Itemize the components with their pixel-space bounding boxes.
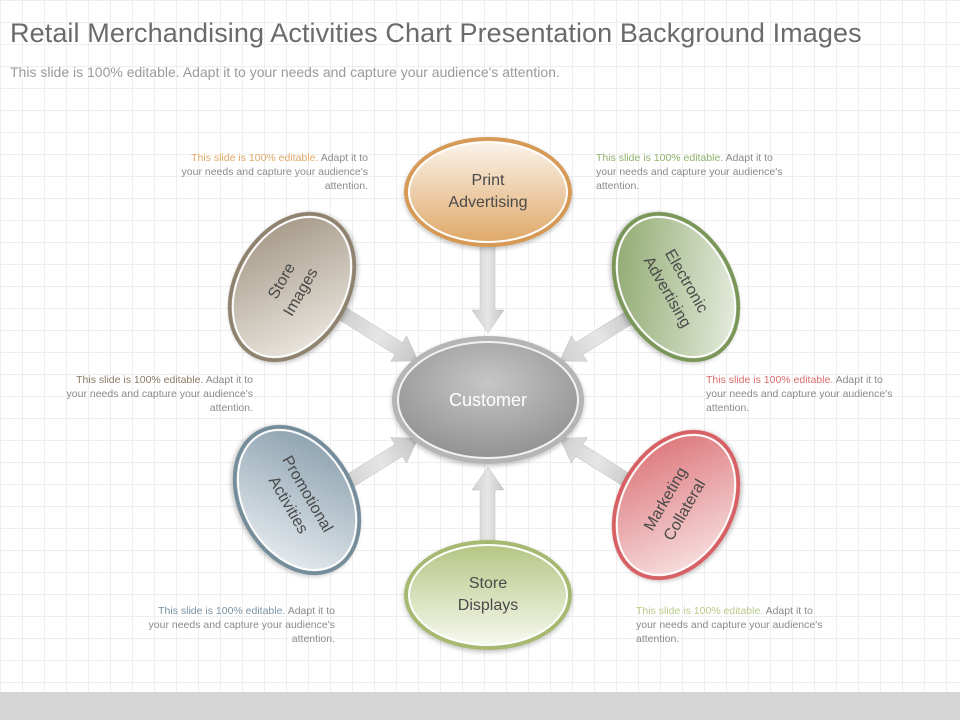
print-advertising-line1: Print <box>471 172 505 189</box>
node-marketing-collateral <box>611 429 741 581</box>
node-store-images <box>227 211 357 363</box>
note-mid-right-text: Adapt it to your needs and capture your … <box>706 374 893 414</box>
note-top-left-highlight: This slide is 100% editable. <box>191 152 319 164</box>
note-mid-right-highlight: This slide is 100% editable. <box>706 374 834 386</box>
note-top-right-highlight: This slide is 100% editable. <box>596 152 724 164</box>
note-mid-left: This slide is 100% editable. Adapt it to… <box>53 373 253 415</box>
note-bottom-left-highlight: This slide is 100% editable. <box>158 605 286 617</box>
center-node <box>392 336 584 464</box>
store-displays-label: Store Displays <box>418 571 558 619</box>
node-electronic-advertising <box>611 211 741 363</box>
arrows <box>337 224 641 571</box>
note-top-right: This slide is 100% editable. Adapt it to… <box>596 151 796 193</box>
note-top-left-text: Adapt it to your needs and capture your … <box>181 152 368 192</box>
note-bottom-right-text: Adapt it to your needs and capture your … <box>636 605 823 645</box>
node-promotional-activities <box>232 424 362 576</box>
note-top-right-text: Adapt it to your needs and capture your … <box>596 152 783 192</box>
page-subtitle: This slide is 100% editable. Adapt it to… <box>10 64 560 80</box>
arrow-promotional <box>337 437 419 493</box>
node-store-displays <box>404 540 572 650</box>
node-print-advertising <box>404 137 572 247</box>
arrow-store-images <box>337 306 419 362</box>
center-label: Customer <box>398 378 578 422</box>
note-mid-right: This slide is 100% editable. Adapt it to… <box>706 373 906 415</box>
note-top-left: This slide is 100% editable. Adapt it to… <box>168 151 368 193</box>
footer-bar <box>0 692 960 720</box>
note-mid-left-highlight: This slide is 100% editable. <box>76 374 204 386</box>
print-advertising-line2: Advertising <box>448 194 528 211</box>
store-displays-line1: Store <box>468 575 508 592</box>
page-title: Retail Merchandising Activities Chart Pr… <box>10 18 862 48</box>
note-bottom-left: This slide is 100% editable. Adapt it to… <box>135 604 335 646</box>
note-bottom-right-highlight: This slide is 100% editable. <box>636 605 764 617</box>
note-mid-left-text: Adapt it to your needs and capture your … <box>66 374 253 414</box>
store-displays-line2: Displays <box>457 597 519 614</box>
note-bottom-right: This slide is 100% editable. Adapt it to… <box>636 604 836 646</box>
print-advertising-label: Print Advertising <box>418 168 558 216</box>
note-bottom-left-text: Adapt it to your needs and capture your … <box>148 605 335 645</box>
arrow-electronic <box>559 306 641 362</box>
center-label-text: Customer <box>448 390 528 410</box>
